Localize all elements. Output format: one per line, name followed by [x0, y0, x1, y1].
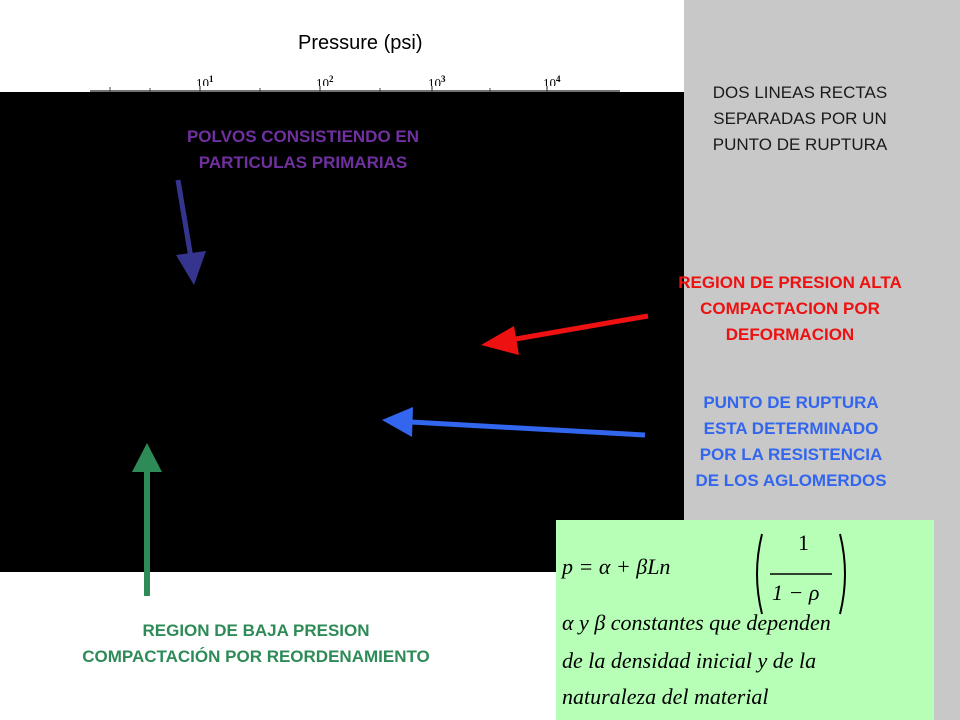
- formula-equation: p = α + βLn: [562, 554, 670, 580]
- label-primary-particles: POLVOS CONSISTIENDO EN PARTICULAS PRIMAR…: [186, 127, 420, 172]
- description-line: DOS LINEAS RECTAS: [712, 83, 888, 102]
- label-break-point: PUNTO DE RUPTURA ESTA DETERMINADO POR LA…: [695, 393, 887, 490]
- formula-line-density: de la densidad inicial y de la: [562, 648, 817, 673]
- label-low-pressure: REGION DE BAJA PRESION COMPACTACIÓN POR …: [82, 621, 430, 666]
- arrow-low-pressure: [132, 443, 162, 596]
- formula-lhs: p = α + βLn: [562, 554, 671, 579]
- description-text: DOS LINEAS RECTAS SEPARADAS POR UN PUNTO…: [660, 80, 940, 158]
- arrow-high-pressure: [481, 313, 649, 355]
- formula-fraction-parens: [756, 533, 846, 615]
- arrow-break-point: [382, 407, 646, 438]
- formula-denominator: 1 − ρ: [772, 580, 820, 605]
- formula-line-constants: α y β constantes que dependen: [562, 610, 831, 635]
- axis-tick-strip: [0, 86, 684, 92]
- formula-numerator: 1: [798, 530, 809, 555]
- label-high-pressure: REGION DE PRESION ALTA COMPACTACION POR …: [678, 273, 902, 344]
- formula-box: p = α + βLn 1 1 − ρ α y β constantes que…: [556, 520, 934, 720]
- formula-line-material: naturaleza del material: [562, 684, 769, 709]
- description-line: SEPARADAS POR UN: [713, 109, 887, 128]
- description-line: PUNTO DE RUPTURA: [712, 135, 888, 154]
- arrow-primary-particles: [175, 179, 206, 285]
- axis-title: Pressure (psi): [298, 32, 423, 54]
